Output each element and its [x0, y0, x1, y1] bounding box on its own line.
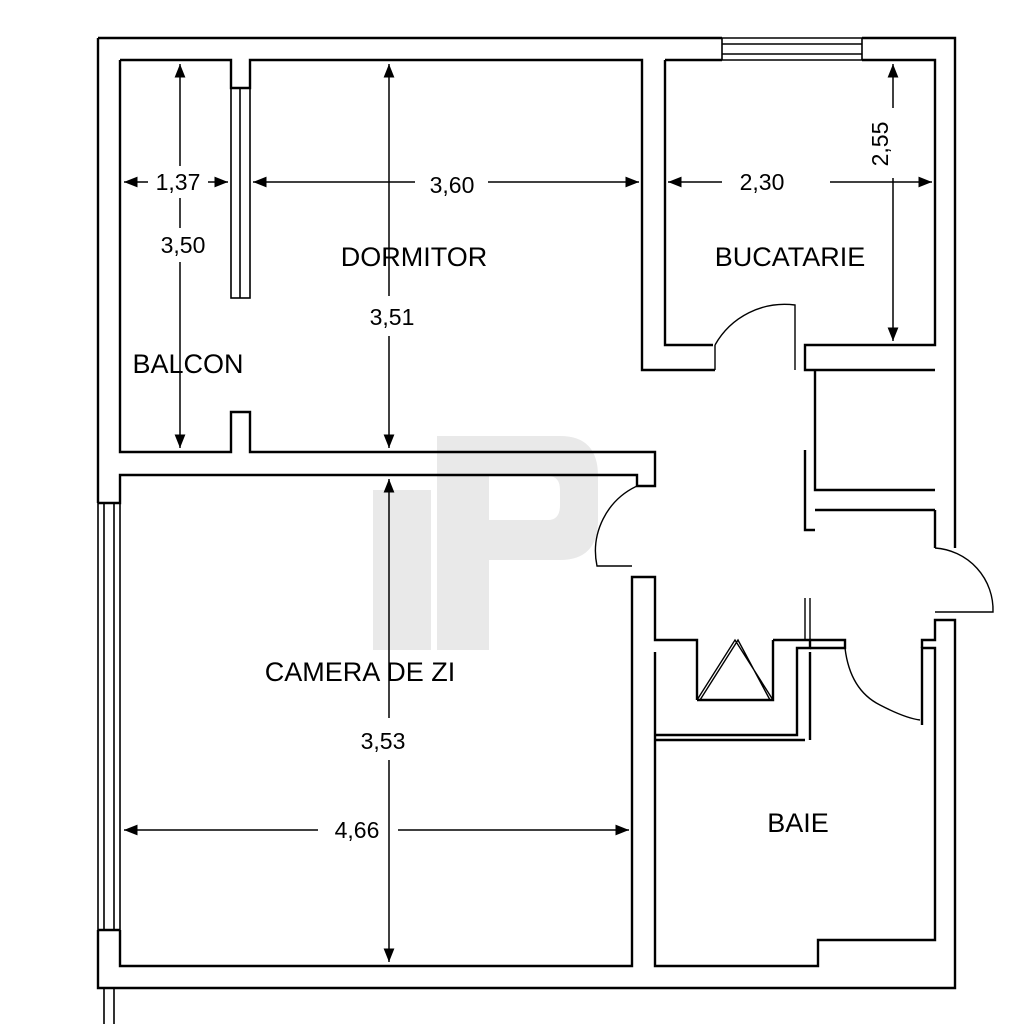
- exterior-walls: [96, 36, 957, 990]
- room-label-bucatarie: BUCATARIE: [715, 242, 866, 272]
- balcony-sliding-door: [230, 87, 251, 299]
- dimension-label-bucatarie-width: 2,30: [740, 169, 785, 195]
- room-label-balcon: BALCON: [132, 349, 243, 379]
- dimension-label-balcon-length: 3,50: [161, 232, 206, 258]
- living-room-window: [97, 503, 121, 1024]
- dimension-label-bucatarie-length: 2,55: [867, 122, 893, 167]
- room-label-baie: BAIE: [767, 808, 829, 838]
- watermark-logo: [373, 436, 598, 650]
- dimension-label-balcon-width: 1,37: [156, 169, 201, 195]
- doors: [594, 303, 994, 721]
- room-label-dormitor: DORMITOR: [341, 242, 488, 272]
- dimension-label-camera-width: 4,66: [335, 817, 380, 843]
- dimension-lines: [124, 64, 932, 962]
- dimension-label-dormitor-width: 3,60: [430, 172, 475, 198]
- dimension-label-dormitor-length: 3,51: [370, 304, 415, 330]
- dimension-label-camera-length: 3,53: [361, 728, 406, 754]
- kitchen-window: [721, 37, 863, 61]
- room-label-camera-de-zi: CAMERA DE ZI: [265, 657, 456, 687]
